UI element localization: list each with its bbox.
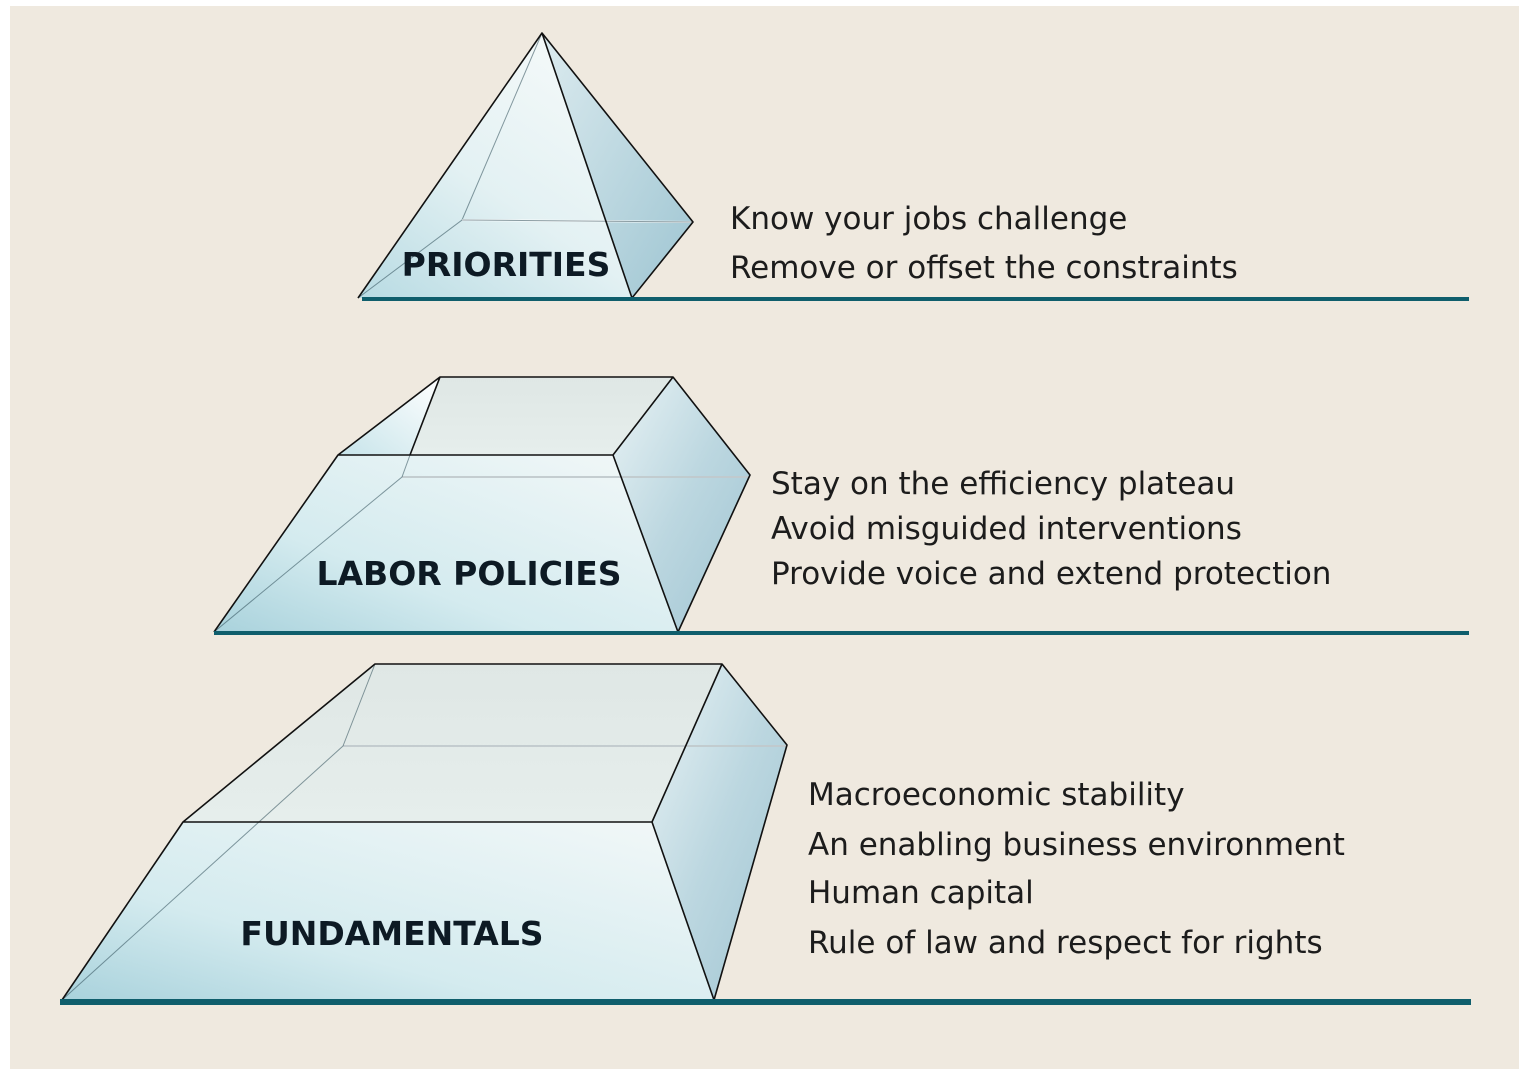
tier-fundamentals-shape <box>61 663 788 1001</box>
tier-item: Avoid misguided interventions <box>771 511 1242 547</box>
tier-labor-policies-shape <box>213 376 751 633</box>
frustum-top-face <box>183 664 722 822</box>
tier-priorities-shape <box>357 32 694 299</box>
tier-label-fundamentals: FUNDAMENTALS <box>240 914 543 953</box>
tier-item: Know your jobs challenge <box>730 201 1127 237</box>
tier-item: Macroeconomic stability <box>808 777 1185 813</box>
tier-item: Provide voice and extend protection <box>771 556 1331 592</box>
pyramid-side-face <box>542 33 693 298</box>
tier-items-labor-policies: Stay on the efficiency plateau Avoid mis… <box>771 466 1331 592</box>
tier-label-labor-policies: LABOR POLICIES <box>316 554 621 593</box>
tier-items-fundamentals: Macroeconomic stability An enabling busi… <box>808 777 1345 961</box>
tier-items-priorities: Know your jobs challenge Remove or offse… <box>730 201 1238 286</box>
frustum-top-face <box>410 377 673 455</box>
frustum-front-face <box>214 455 678 632</box>
pyramid-front-face <box>358 33 632 298</box>
tier-label-priorities: PRIORITIES <box>402 245 611 284</box>
tier-item: Remove or offset the constraints <box>730 250 1238 286</box>
frustum-side-face <box>652 664 787 1000</box>
frustum-front-face <box>62 822 714 1000</box>
tier-item: An enabling business environment <box>808 827 1345 863</box>
frustum-side-face <box>613 377 750 632</box>
tier-item: Stay on the efficiency plateau <box>771 466 1235 502</box>
tier-item: Rule of law and respect for rights <box>808 925 1323 961</box>
tier-item: Human capital <box>808 875 1034 911</box>
